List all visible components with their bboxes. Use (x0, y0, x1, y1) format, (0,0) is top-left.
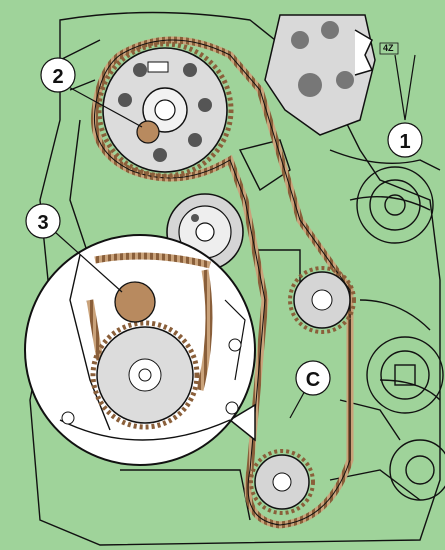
timing-belt (90, 36, 354, 529)
callout-2-label: 2 (52, 66, 63, 88)
locking-pin-2 (136, 120, 160, 144)
cam-tag-label: 4Z (383, 43, 394, 53)
callout-c: C (295, 360, 331, 396)
ac-pulley (389, 439, 445, 501)
callout-c-label: C (306, 369, 320, 391)
crankshaft-sprocket-icon (249, 449, 315, 515)
camshaft-sprocket-right: 4Z (264, 14, 399, 136)
magnifier-inset-icon (24, 234, 256, 466)
water-pump-sprocket-icon (288, 266, 356, 334)
locking-pin-3 (114, 281, 156, 323)
camshaft-sprocket-icon (96, 41, 234, 179)
callout-2: 2 (40, 57, 76, 93)
callout-3: 3 (25, 203, 61, 239)
alternator-pulley (356, 166, 434, 244)
power-steering-pulley (366, 336, 444, 414)
callout-3-label: 3 (37, 212, 48, 234)
callout-1: 1 (387, 122, 423, 158)
callout-1-label: 1 (399, 131, 410, 153)
